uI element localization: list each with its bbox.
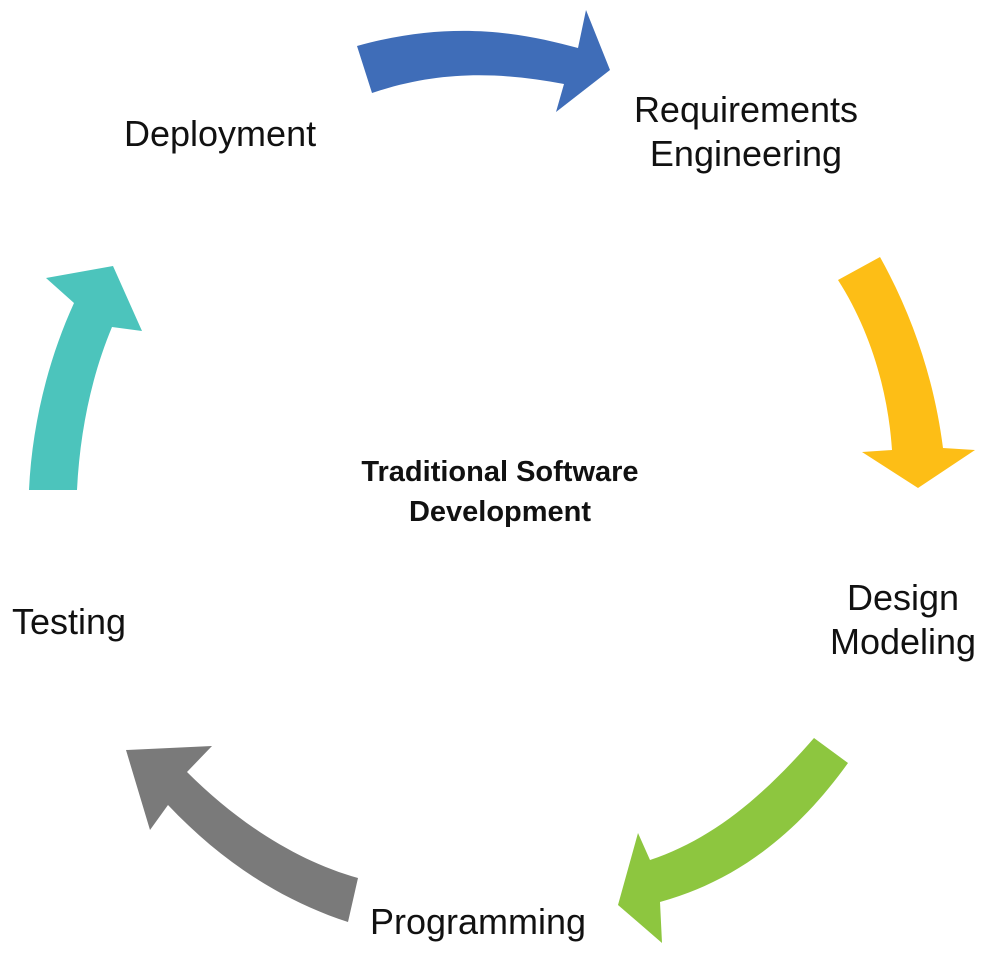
stage-label-programming: Programming: [370, 900, 586, 944]
requirements-label-line1: Requirements: [633, 89, 859, 130]
arrow-design-to-programming: [618, 738, 848, 943]
stage-label-deployment: Deployment: [124, 112, 316, 156]
testing-label: Testing: [12, 601, 127, 642]
requirements-label-line2: Engineering: [649, 133, 843, 174]
center-title-line1: Traditional Software: [361, 456, 639, 488]
center-title: Traditional Software Development: [320, 452, 680, 532]
design-label-line1: Design: [846, 577, 960, 618]
arrow-requirements-to-design: [838, 257, 975, 488]
design-label-line2: Modeling: [829, 621, 977, 662]
stage-label-design: Design Modeling: [818, 576, 988, 664]
stage-label-requirements: Requirements Engineering: [622, 88, 870, 176]
deployment-label: Deployment: [124, 113, 317, 154]
arrow-programming-to-testing: [126, 746, 358, 922]
arrow-deployment-to-requirements: [357, 10, 610, 112]
stage-label-testing: Testing: [12, 600, 126, 644]
programming-label: Programming: [370, 901, 587, 942]
arrow-testing-to-deployment: [29, 266, 142, 490]
center-title-line2: Development: [408, 496, 592, 528]
